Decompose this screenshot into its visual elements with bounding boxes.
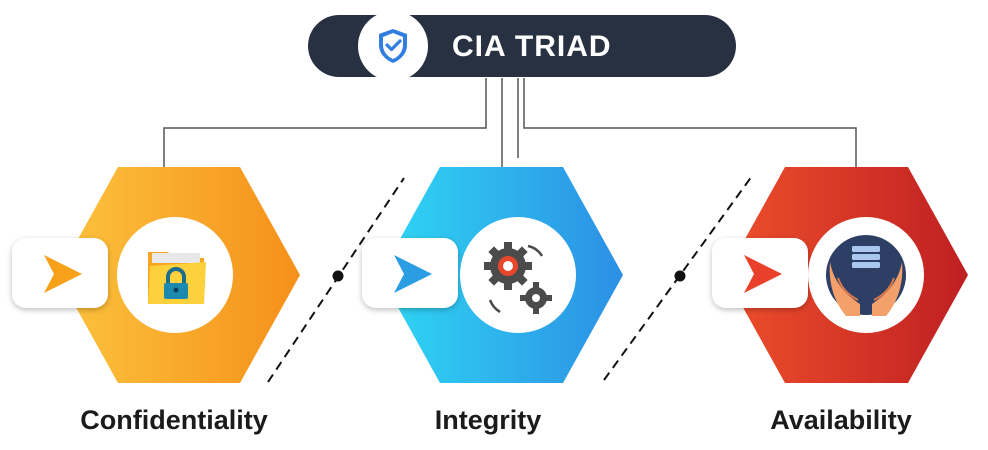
hands-server-icon [826,235,906,316]
locked-folder-icon [148,252,206,304]
label-confidentiality: Confidentiality [80,405,268,435]
separator-dot [674,270,686,282]
chevron-right-icon [744,255,782,293]
label-availability: Availability [770,405,912,435]
pillar-confidentiality [12,167,300,383]
connector-lines [163,78,857,168]
chevron-right-icon [44,255,82,293]
separator-dot [332,270,344,282]
header-title: CIA TRIAD [452,30,612,63]
pillar-integrity [362,167,623,383]
shield-check-icon [379,29,407,63]
header-icon-circle [358,11,428,81]
connector-confidentiality [163,78,487,168]
connector-availability [523,78,857,168]
label-integrity: Integrity [434,405,542,435]
pillar-availability [712,167,968,383]
gears-icon [484,242,552,314]
separator-right [603,175,753,381]
chevron-right-icon [394,255,432,293]
separator-left [267,177,405,383]
